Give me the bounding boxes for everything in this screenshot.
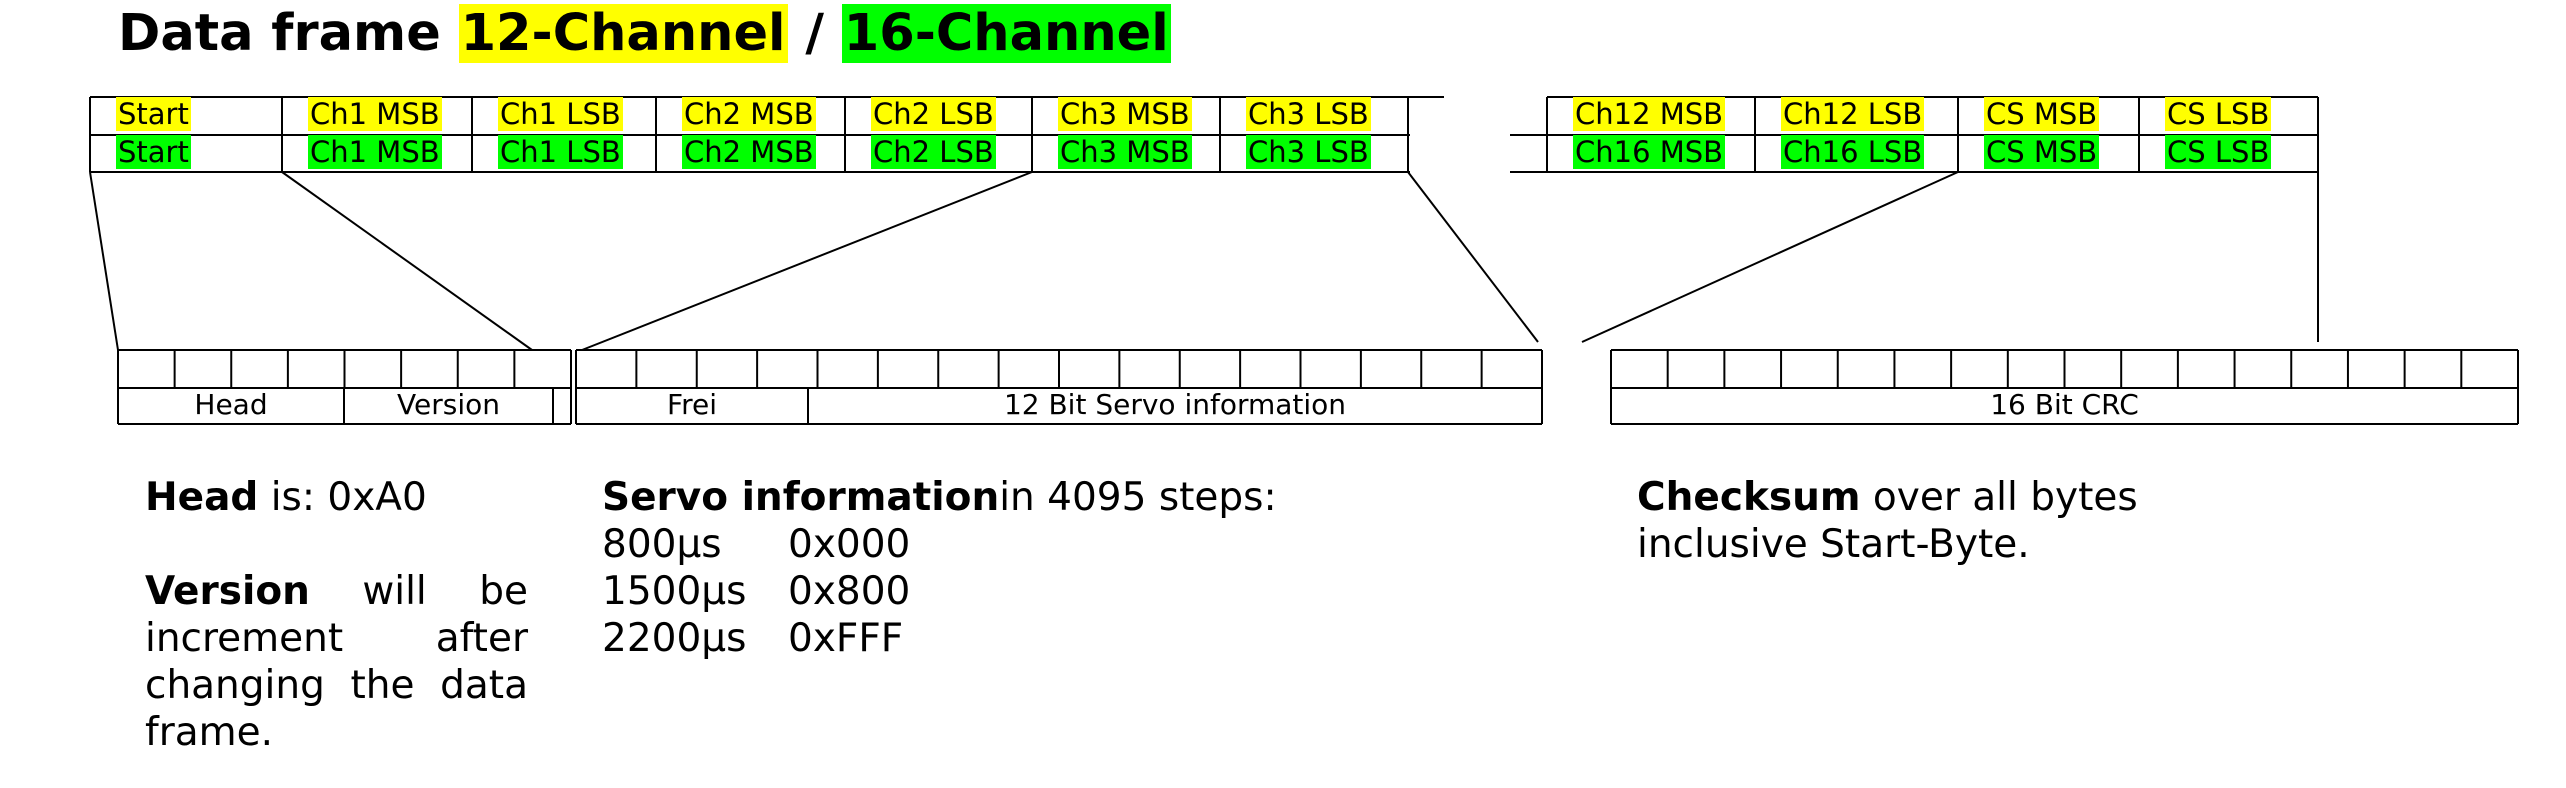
frame-12-cell: Ch3 MSB xyxy=(1054,97,1220,133)
frame-12-cell: Ch2 MSB xyxy=(678,97,845,133)
frame-12-cell-label: CS MSB xyxy=(1984,97,2100,131)
frame-16-cell-label: Start xyxy=(116,135,191,169)
frame-16-cell-label: CS MSB xyxy=(1984,135,2100,169)
frame-12-cell: Start xyxy=(112,97,282,133)
frame-12-cell: Ch1 LSB xyxy=(494,97,656,133)
diagram-title: Data frame 12-Channel / 16-Channel xyxy=(118,4,1171,64)
connector-line xyxy=(281,171,533,351)
frame-16-cell-label: Ch3 LSB xyxy=(1246,135,1371,169)
servo-row: 800µs 0x000 xyxy=(602,521,1302,568)
servo-time: 1500µs xyxy=(602,569,747,614)
frame-12-cell: Ch12 LSB xyxy=(1777,97,1958,133)
note-version: Version will be increment after changing… xyxy=(145,568,528,756)
checksum-text: over all bytes inclusive Start-Byte. xyxy=(1637,475,2138,567)
frame-16-cell: Ch2 MSB xyxy=(678,135,845,171)
version-label: Version xyxy=(145,569,310,614)
note-checksum: Checksum over all bytes inclusive Start-… xyxy=(1637,474,2197,568)
frame-16-cell-label: Ch16 MSB xyxy=(1573,135,1726,169)
note-servo: Servo information in 4095 steps: 800µs 0x… xyxy=(602,474,1302,662)
frame-16-cell: Ch2 LSB xyxy=(867,135,1032,171)
frame-12-cell: Ch12 MSB xyxy=(1569,97,1755,133)
title-12-channel: 12-Channel xyxy=(458,4,788,63)
field-crc: 16 Bit CRC xyxy=(1990,388,2139,421)
head-label: Head xyxy=(145,475,259,520)
connector-line xyxy=(581,171,1033,351)
servo-row: 2200µs 0xFFF xyxy=(602,615,1302,662)
servo-value: 0x800 xyxy=(788,569,911,614)
note-head: Head is: 0xA0 xyxy=(145,474,545,521)
frame-16-cell-label: Ch2 LSB xyxy=(871,135,996,169)
connector-line xyxy=(89,171,119,351)
frame-12-cell: Ch1 MSB xyxy=(304,97,472,133)
frame-16-cell: Start xyxy=(112,135,282,171)
frame-16-cell: Ch16 LSB xyxy=(1777,135,1958,171)
frame-12-cell-label: CS LSB xyxy=(2165,97,2272,131)
title-separator: / xyxy=(805,4,824,63)
frame-12-cell-label: Ch12 LSB xyxy=(1781,97,1925,131)
field-head: Head xyxy=(194,388,268,421)
frame-12-cell-label: Ch3 LSB xyxy=(1246,97,1371,131)
servo-row: 1500µs 0x800 xyxy=(602,568,1302,615)
frame-12-cell-label: Ch12 MSB xyxy=(1573,97,1726,131)
field-servo-information: 12 Bit Servo information xyxy=(1003,388,1347,421)
servo-time: 2200µs xyxy=(602,616,747,661)
connector-line xyxy=(1581,171,1959,343)
servo-time: 800µs xyxy=(602,522,722,567)
head-text: is: 0xA0 xyxy=(258,475,427,520)
frame-12-cell-label: Ch2 MSB xyxy=(682,97,816,131)
frame-12-cell-label: Ch1 LSB xyxy=(498,97,623,131)
frame-16-cell: Ch1 LSB xyxy=(494,135,656,171)
servo-text: in 4095 steps: xyxy=(999,475,1277,520)
title-prefix: Data frame xyxy=(118,4,441,63)
frame-16-cell-label: Ch1 MSB xyxy=(308,135,442,169)
frame-12-cell: CS LSB xyxy=(2161,97,2318,133)
servo-value: 0xFFF xyxy=(788,616,904,661)
checksum-label: Checksum xyxy=(1637,475,1861,520)
frame-12-cell: Ch3 LSB xyxy=(1242,97,1408,133)
frame-16-cell: CS MSB xyxy=(1980,135,2139,171)
frame-12-cell: CS MSB xyxy=(1980,97,2139,133)
servo-value: 0x000 xyxy=(788,522,911,567)
frame-16-cell-label: CS LSB xyxy=(2165,135,2272,169)
frame-12-cell-label: Ch2 LSB xyxy=(871,97,996,131)
frame-16-cell-label: Ch1 LSB xyxy=(498,135,623,169)
frame-12-cell-label: Ch1 MSB xyxy=(308,97,442,131)
title-16-channel: 16-Channel xyxy=(841,4,1171,63)
frame-12-cell: Ch2 LSB xyxy=(867,97,1032,133)
frame-16-cell: CS LSB xyxy=(2161,135,2318,171)
connector-line xyxy=(1407,171,1539,343)
frame-16-cell-label: Ch3 MSB xyxy=(1058,135,1192,169)
frame-16-cell: Ch3 LSB xyxy=(1242,135,1408,171)
frame-16-cell-label: Ch16 LSB xyxy=(1781,135,1925,169)
version-text: will be increment after changing the dat… xyxy=(145,569,528,755)
field-version: Version xyxy=(397,388,500,421)
frame-16-cell: Ch3 MSB xyxy=(1054,135,1220,171)
frame-12-cell-label: Start xyxy=(116,97,191,131)
frame-16-cell: Ch1 MSB xyxy=(304,135,472,171)
frame-16-cell: Ch16 MSB xyxy=(1569,135,1755,171)
servo-label: Servo information xyxy=(602,475,1000,520)
frame-16-cell-label: Ch2 MSB xyxy=(682,135,816,169)
field-frei: Frei xyxy=(667,388,717,421)
frame-12-cell-label: Ch3 MSB xyxy=(1058,97,1192,131)
